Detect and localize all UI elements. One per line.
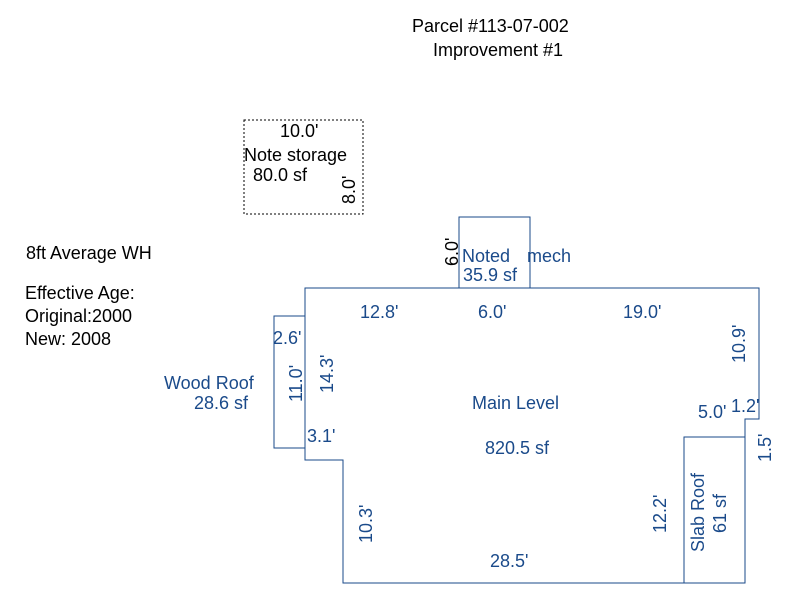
mech-depth: 6.0' [442,238,462,266]
slab-roof-name: Slab Roof [688,472,708,552]
main-dim-right-upper: 10.9' [729,325,749,363]
storage-area: 80.0 sf [253,165,308,185]
mech-name-2: mech [527,246,571,266]
wall-height-note: 8ft Average WH [26,243,152,263]
wood-roof-height: 11.0' [286,365,306,402]
slab-roof-height: 12.2' [650,495,670,533]
wood-roof-width: 2.6' [273,328,301,348]
new-year: New: 2008 [25,329,111,349]
main-dim-bottom: 28.5' [490,551,528,571]
slab-roof-area: 61 sf [710,493,730,533]
main-dim-top-left: 12.8' [360,302,398,322]
mech-width: 6.0' [478,302,506,322]
slab-roof-notch-height: 1.5' [755,434,775,462]
main-level-area: 820.5 sf [485,438,550,458]
wood-roof-area: 28.6 sf [194,393,249,413]
mech-area: 35.9 sf [463,265,518,285]
slab-roof-outline [683,436,746,584]
storage-outline [243,119,364,215]
original-year: Original:2000 [25,306,132,326]
main-dim-left-lower: 10.3' [356,505,376,543]
effective-age-label: Effective Age: [25,283,135,303]
slab-roof-width: 5.0' [698,402,726,422]
improvement-label: Improvement #1 [433,40,563,60]
slab-roof-notch-width: 1.2' [731,396,759,416]
mech-name-1: Noted [462,246,510,266]
main-level-name: Main Level [472,393,559,413]
main-dim-left-upper: 14.3' [317,355,337,393]
main-dim-top-right: 19.0' [623,302,661,322]
storage-width: 10.0' [280,121,318,141]
wood-roof-outline [273,315,306,449]
storage-name: Note storage [244,145,347,165]
main-dim-left-step: 3.1' [307,426,335,446]
storage-depth: 8.0' [339,176,359,204]
wood-roof-name: Wood Roof [164,373,255,393]
parcel-number: Parcel #113-07-002 [412,16,569,36]
